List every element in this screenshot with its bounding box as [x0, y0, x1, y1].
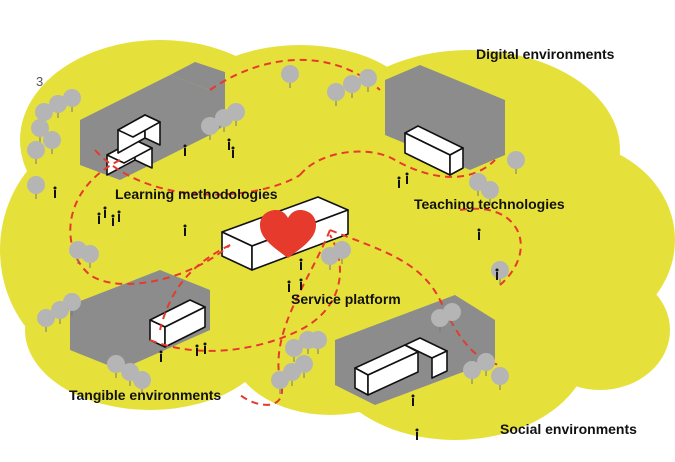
tree-icon	[63, 89, 81, 107]
tree-icon	[49, 95, 67, 113]
person-icon	[398, 180, 400, 188]
figure-number: 3	[36, 74, 44, 89]
tree-icon	[27, 176, 45, 194]
tree-icon	[491, 261, 509, 279]
label-social-environments: Social environments	[500, 421, 637, 437]
person-icon	[412, 398, 414, 406]
building-bottom-left	[70, 270, 210, 370]
tree-icon	[43, 131, 61, 149]
tree-icon	[327, 83, 345, 101]
person-head	[183, 224, 187, 228]
person-icon	[196, 348, 198, 356]
person-head	[117, 210, 121, 214]
person-head	[411, 394, 415, 398]
tree-icon	[81, 245, 99, 263]
person-icon	[118, 214, 120, 222]
person-head	[287, 280, 291, 284]
tree-icon	[35, 103, 53, 121]
person-head	[159, 350, 163, 354]
person-icon	[228, 142, 230, 150]
person-head	[97, 212, 101, 216]
person-icon	[232, 150, 234, 158]
box-bottom-right-wing-side	[431, 350, 448, 379]
tree-icon	[343, 75, 361, 93]
tree-icon	[285, 339, 303, 357]
tree-icon	[359, 69, 377, 87]
person-icon	[406, 176, 408, 184]
person-head	[227, 138, 231, 142]
person-icon	[160, 354, 162, 362]
person-icon	[300, 282, 302, 290]
person-head	[397, 176, 401, 180]
person-head	[299, 258, 303, 262]
tree-icon	[443, 303, 461, 321]
person-icon	[416, 432, 418, 440]
label-teaching-technologies: Teaching technologies	[414, 196, 565, 212]
tree-icon	[481, 181, 499, 199]
tree-icon	[31, 119, 49, 137]
tree-icon	[309, 331, 327, 349]
person-head	[299, 278, 303, 282]
person-head	[415, 428, 419, 432]
label-tangible-environments: Tangible environments	[69, 387, 222, 403]
person-icon	[496, 272, 498, 280]
person-icon	[300, 262, 302, 270]
person-head	[111, 214, 115, 218]
person-head	[183, 144, 187, 148]
building-top-left-tower	[170, 62, 225, 135]
tree-icon	[295, 355, 313, 373]
tree-icon	[507, 151, 525, 169]
label-digital-environments: Digital environments	[476, 46, 615, 62]
person-icon	[112, 218, 114, 226]
box-bottom-left-side	[164, 306, 206, 348]
tree-icon	[477, 353, 495, 371]
box-top-right-side	[449, 147, 464, 176]
tree-icon	[133, 371, 151, 389]
tree-icon	[107, 355, 125, 373]
trees	[27, 65, 525, 394]
person-head	[195, 344, 199, 348]
tree-icon	[281, 65, 299, 83]
tree-icon	[63, 293, 81, 311]
people	[53, 138, 499, 440]
label-service-platform: Service platform	[291, 291, 401, 307]
person-head	[203, 342, 207, 346]
tree-icon	[463, 361, 481, 379]
tree-icon	[333, 241, 351, 259]
person-icon	[98, 216, 100, 224]
person-icon	[184, 148, 186, 156]
person-icon	[184, 228, 186, 236]
tree-icon	[27, 141, 45, 159]
tree-icon	[201, 117, 219, 135]
person-icon	[54, 190, 56, 198]
person-head	[53, 186, 57, 190]
tree-icon	[227, 103, 245, 121]
person-head	[495, 268, 499, 272]
person-head	[477, 228, 481, 232]
label-learning-methodologies: Learning methodologies	[115, 186, 278, 202]
box-top-left-upper-top	[117, 114, 161, 138]
service-paths	[69, 58, 522, 406]
person-icon	[104, 210, 106, 218]
person-icon	[204, 346, 206, 354]
heart-icon	[260, 210, 316, 258]
box-bottom-right-side	[367, 351, 419, 396]
person-head	[405, 172, 409, 176]
person-icon	[288, 284, 290, 292]
tree-icon	[491, 367, 509, 385]
person-icon	[478, 232, 480, 240]
person-head	[103, 206, 107, 210]
person-head	[231, 146, 235, 150]
tree-icon	[37, 309, 55, 327]
